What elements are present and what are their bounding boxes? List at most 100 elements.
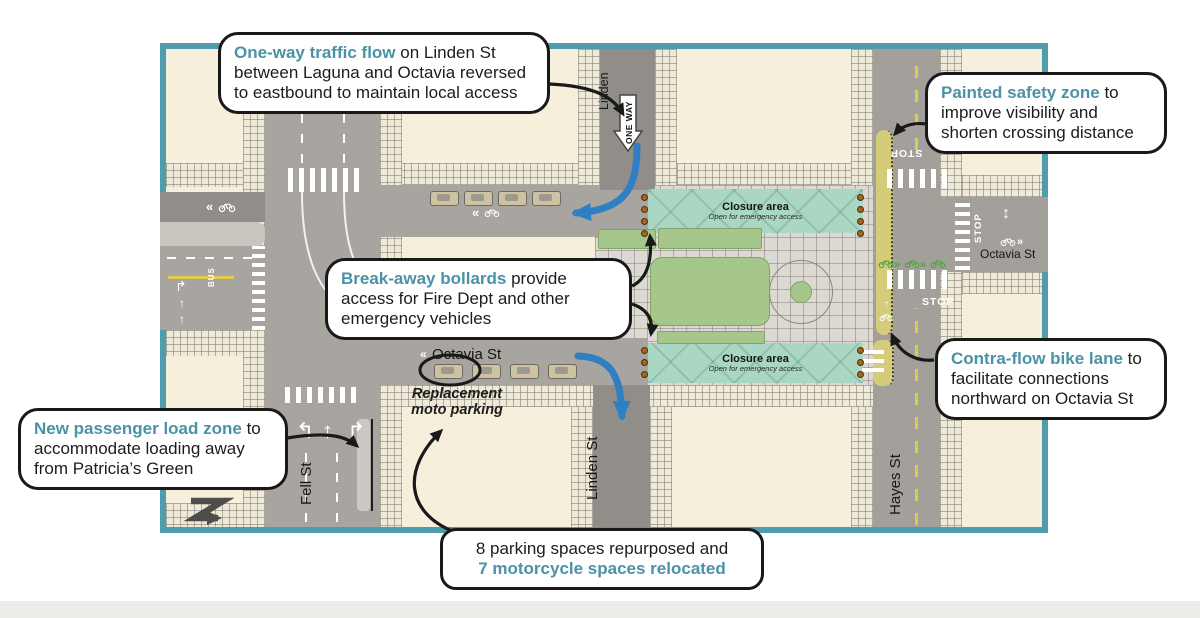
sidewalk-hatch [578,49,600,190]
crosswalk [252,246,265,330]
stop-marking: STOP [973,213,984,243]
sidewalk-hatch [166,330,265,356]
bike-icon [1000,238,1016,247]
load-zone-edge [371,419,373,511]
callout-text: to accommodate loading away from Patrici… [34,419,261,479]
two-way-arrow: ↕ [1002,205,1010,222]
crosswalk [862,350,884,372]
street-label-fell: Fell St [298,462,315,505]
sidewalk-hatch [650,391,672,527]
plaza-circle [769,260,833,324]
street-label-octavia-left: Octavia St [432,346,502,363]
parked-car [464,191,493,206]
street-west-bike-lane [160,192,265,222]
street-label-linden-bottom: Linden St [584,436,601,500]
callout-bollards: Break-away bollards provide access for F… [325,258,632,341]
callout-lead: One-way traffic flow [234,43,396,62]
straight-arrow: ↑ [179,312,185,326]
closure-subtitle: Open for emergency access [708,211,803,221]
lawn-main [650,257,770,326]
green-chevron: » [920,259,927,271]
parked-car [532,191,561,206]
bike-icon [218,203,236,213]
lawn-strip [657,331,765,344]
lawn-strip [658,228,762,249]
turn-arrow-left: ↰ [296,418,315,443]
lane-line [167,257,259,259]
bollard-row [857,347,864,378]
parked-car [430,191,459,206]
bike-icon [484,209,500,218]
straight-arrow: ↑ [179,296,185,310]
bike-lane-chevron-west: « [420,347,427,361]
parked-car [472,364,501,379]
one-way-text: ONE WAY [624,101,634,144]
callout-lead: Contra-flow bike lane [951,349,1123,368]
parked-car [510,364,539,379]
bike-icon-contraflow [879,314,893,321]
stop-marking: STOP [922,296,955,308]
green-chevron: » [894,259,901,271]
closure-title: Closure area [722,352,789,365]
bollard-row [641,347,648,378]
bottom-band [0,601,1200,618]
street-west-approach [160,246,265,330]
callout-parking: 8 parking spaces repurposed and 7 motorc… [440,528,764,591]
callout-text: to improve visibility and shorten crossi… [941,83,1134,143]
callout-text: 8 parking spaces repurposed and [475,539,729,558]
bike-lane-chevron-west: « [472,205,480,220]
lane-line [305,452,307,522]
turn-arrow-right: ↱ [347,418,366,443]
sidewalk-hatch [962,175,1042,197]
callout-lead: Break-away bollards [341,269,507,288]
bike-icon-green [878,260,894,269]
bike-icon-green [904,260,920,269]
callout-text: on Linden St between Laguna and Octavia … [234,43,527,103]
callout-lead: New passenger load zone [34,419,242,438]
closure-title: Closure area [722,200,789,213]
street-label-hayes: Hayes St [887,454,904,515]
callout-contra-flow: Contra-flow bike lane to facilitate conn… [935,338,1167,421]
callout-painted-zone: Painted safety zone to improve visibilit… [925,72,1167,155]
callout-one-way: One-way traffic flow on Linden St betwee… [218,32,550,115]
crosswalk [288,168,364,192]
callout-lead: Painted safety zone [941,83,1100,102]
parked-car [434,364,463,379]
crosswalk [887,270,951,289]
callout-text: to facilitate connections northward on O… [951,349,1142,409]
bus-lane-marking: BUS [207,267,216,287]
sidewalk-hatch [571,391,593,527]
white-chevron: » [1017,236,1024,248]
closure-area-north: Closure area Open for emergency access [648,189,863,233]
sidewalk-hatch [166,503,265,527]
straight-arrow: ↑ [322,418,333,443]
yellow-line [168,276,234,279]
turn-arrow-right: ↱ [175,278,187,294]
callout-lead: 7 motorcycle spaces relocated [478,559,726,579]
one-way-sign: ONE WAY [612,94,644,153]
callout-text: provide access for Fire Dept and other e… [341,269,570,329]
parked-car [498,191,527,206]
crosswalk [887,169,949,188]
parked-car [548,364,577,379]
bike-icon-green [930,260,946,269]
crosswalk [955,200,970,270]
contraflow-arrow: ↑ [884,299,889,310]
passenger-load-zone [357,419,370,511]
closure-subtitle: Open for emergency access [708,363,803,373]
moto-parking-note: Replacement moto parking [411,386,503,419]
bollard-row [857,194,864,237]
stop-marking: STOP [890,147,923,159]
center-line-yellow [915,55,918,150]
lane-line [336,452,338,522]
street-label-octavia-right: Octavia St [980,247,1036,261]
callout-load-zone: New passenger load zone to accommodate l… [18,408,288,491]
sidewalk-hatch [655,49,677,190]
sidewalk-hatch [962,272,1042,294]
center-line-yellow [915,308,918,525]
crosswalk [285,387,357,403]
closure-area-south: Closure area Open for emergency access [648,343,863,383]
street-median [160,222,265,246]
bollard-row [641,194,648,237]
